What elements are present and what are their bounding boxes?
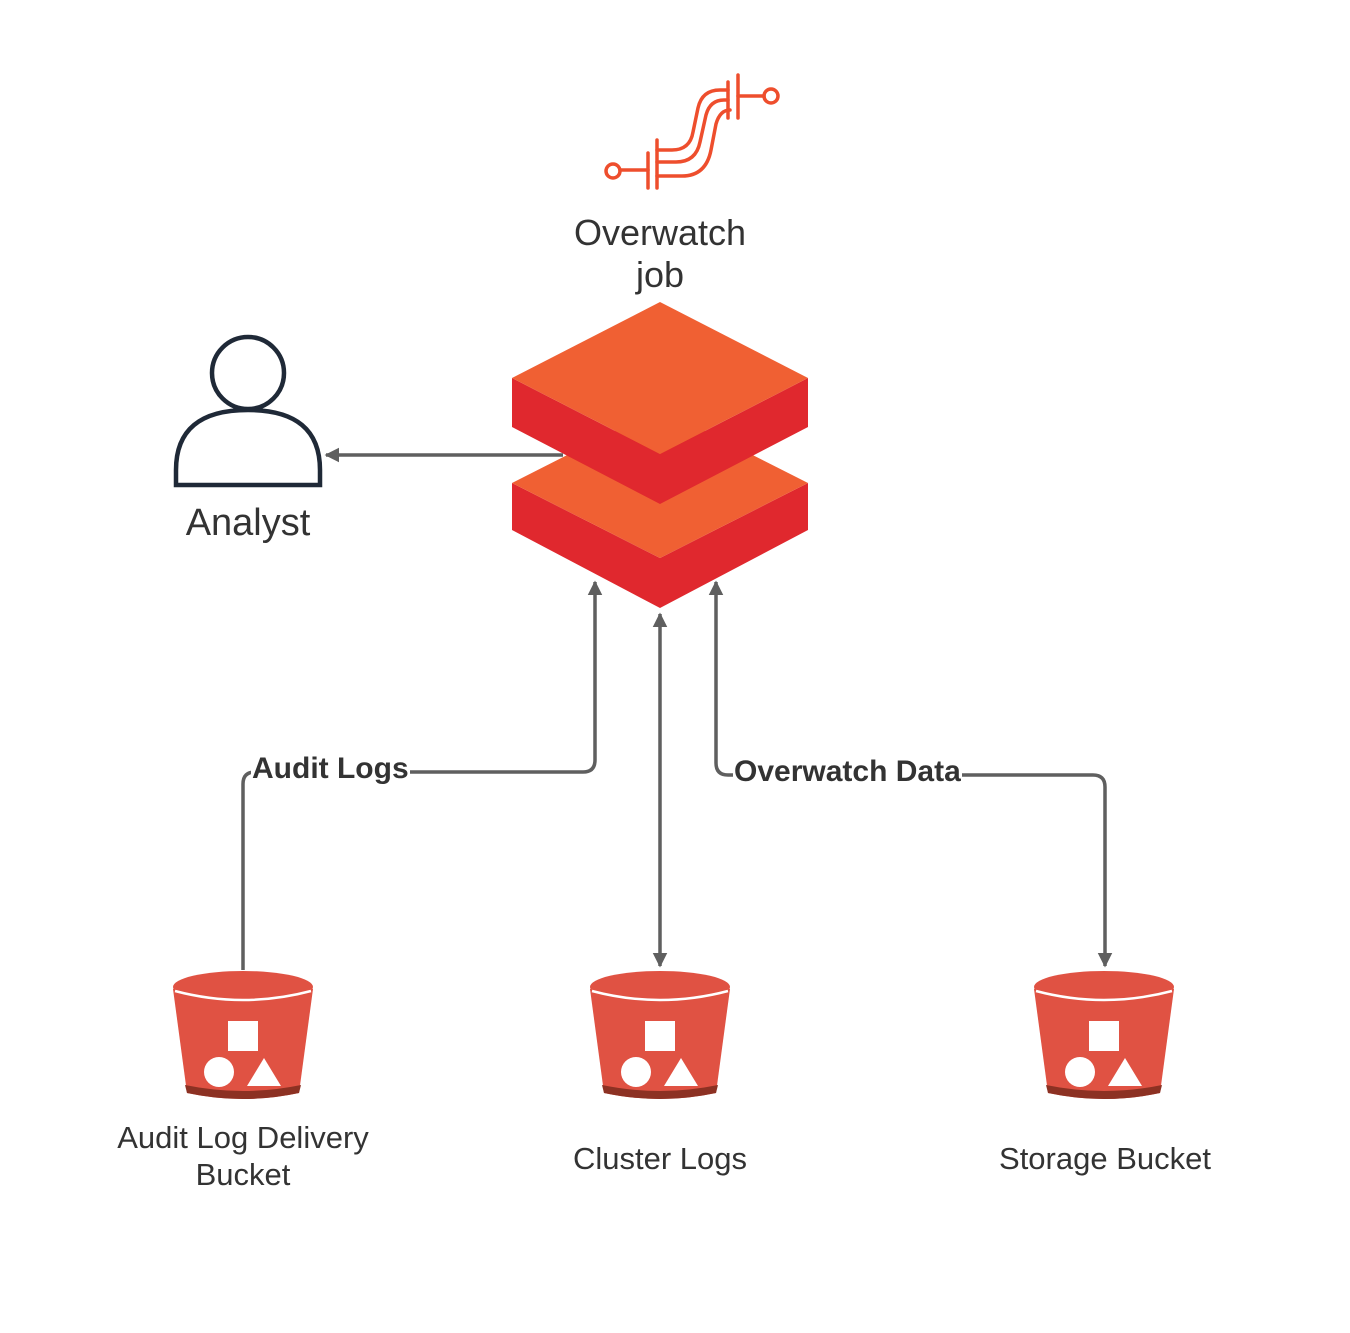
- user-icon: [173, 334, 323, 488]
- overwatch-job-label: Overwatch job: [560, 212, 760, 297]
- storage-bucket-icon: [1032, 969, 1176, 1101]
- analyst-label: Analyst: [185, 502, 311, 544]
- pipeline-pipe-icon: [604, 73, 780, 190]
- edge-label-overwatch-data: Overwatch Data: [733, 754, 962, 790]
- storage-bucket-label: Storage Bucket: [999, 1141, 1211, 1176]
- audit-bucket-label-line1: Audit Log Delivery: [117, 1120, 369, 1155]
- audit-bucket-label: Audit Log Delivery Bucket: [83, 1120, 403, 1193]
- overwatch-job-label-line2: job: [635, 254, 685, 296]
- cluster-logs-bucket-icon: [588, 969, 732, 1101]
- audit-log-bucket-icon: [171, 969, 315, 1101]
- edge-audit-logs: [241, 580, 603, 970]
- stacked-layers-icon: [512, 302, 808, 608]
- overwatch-job-label-line1: Overwatch: [573, 212, 747, 253]
- edge-label-audit-logs: Audit Logs: [251, 751, 410, 787]
- audit-bucket-label-line2: Bucket: [195, 1156, 291, 1192]
- cluster-logs-label: Cluster Logs: [572, 1141, 748, 1176]
